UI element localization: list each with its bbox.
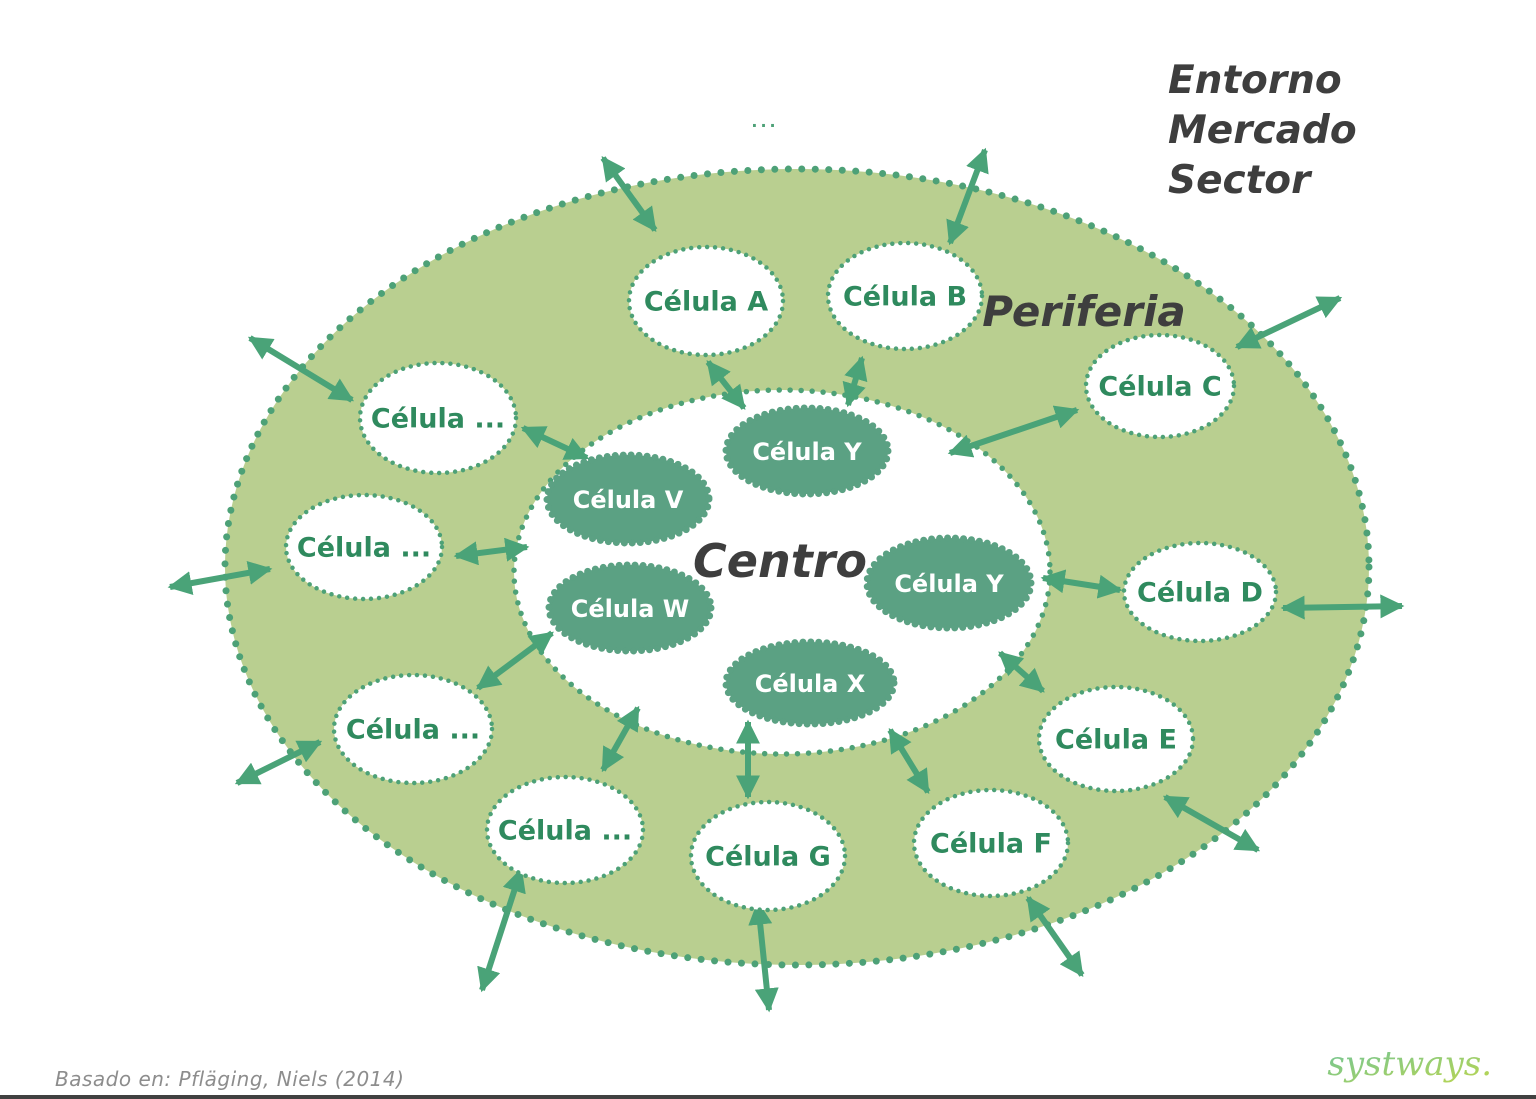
arrow-celula-f-outside xyxy=(1025,896,1085,977)
cell-celula-ellipsis-left-lower: Célula ... xyxy=(331,672,495,786)
cell-celula-y-right-shape xyxy=(863,534,1035,632)
cell-celula-y-top-shape xyxy=(722,404,892,498)
top-ellipsis: ... xyxy=(751,112,778,131)
cell-celula-x: Célula X xyxy=(722,638,898,728)
arrow-celula-ellipsis-bottom-outside xyxy=(477,867,526,993)
cell-celula-ellipsis-left-upper-label: Célula ... xyxy=(371,404,505,435)
cell-celula-f-label: Célula F xyxy=(930,829,1052,860)
bottom-border xyxy=(0,1095,1536,1099)
center-label: Centro xyxy=(693,534,867,588)
arrow-outside-celula-ellipsis-left-mid xyxy=(167,561,273,595)
arrow-celula-c-centro xyxy=(947,405,1080,458)
arrow-celula-ellipsis-left-mid-centro xyxy=(453,537,530,566)
arrow-celula-y-right-celula-d xyxy=(1040,569,1123,599)
cell-celula-ellipsis-left-mid-label: Célula ... xyxy=(297,533,431,564)
arrow-outside-topleft xyxy=(600,156,658,232)
cell-celula-ellipsis-left-upper-shape xyxy=(357,360,519,476)
cell-celula-e-shape xyxy=(1036,684,1196,794)
heading-line-3: Sector xyxy=(1168,158,1313,203)
periphery-label: Periferia xyxy=(982,287,1185,336)
arrow-celula-a-centro xyxy=(705,360,747,410)
cell-celula-c-shape xyxy=(1083,332,1237,440)
arrows xyxy=(167,147,1405,1013)
cell-celula-ellipsis-left-mid: Célula ... xyxy=(283,492,445,602)
cell-celula-f-shape xyxy=(911,787,1071,899)
arrow-celula-d-outside xyxy=(1280,594,1405,620)
arrow-outside-celula-b xyxy=(946,147,989,246)
cell-celula-ellipsis-left-mid-shape xyxy=(283,492,445,602)
arrow-celula-e-outside xyxy=(1162,794,1261,853)
cell-celula-b-shape xyxy=(825,240,985,352)
cell-celula-a-shape xyxy=(626,244,786,358)
cell-celula-a-label: Célula A xyxy=(644,287,768,318)
heading-line-2: Mercado xyxy=(1168,108,1357,153)
cell-celula-w: Célula W xyxy=(545,561,715,655)
periphery-cells: Célula A Célula B Célula C Célula D Célu… xyxy=(283,240,1279,913)
cell-celula-x-shape xyxy=(722,638,898,728)
cell-celula-d-shape xyxy=(1121,540,1279,644)
cell-celula-a: Célula A xyxy=(626,244,786,358)
cell-celula-y-right-label: Célula Y xyxy=(894,570,1004,598)
cell-celula-g: Célula G xyxy=(688,799,848,913)
cell-celula-e-label: Célula E xyxy=(1055,725,1177,756)
systways-logo: systways. xyxy=(1327,1044,1492,1084)
cell-celula-ellipsis-left-lower-label: Célula ... xyxy=(346,715,480,746)
heading-entorno-mercado-sector: Entorno Mercado Sector xyxy=(1168,58,1357,203)
arrow-celula-ellipsis-left-lower-celula-w xyxy=(476,630,554,691)
cell-celula-g-shape xyxy=(688,799,848,913)
cell-celula-x-label: Célula X xyxy=(755,670,866,698)
cell-celula-y-top-label: Célula Y xyxy=(752,438,862,466)
arrow-celula-g-outside xyxy=(748,900,779,1013)
cell-celula-v-shape xyxy=(543,451,713,547)
arrow-centro-celula-e xyxy=(998,650,1045,694)
cell-celula-b-label: Célula B xyxy=(843,282,967,313)
cell-celula-y-right: Célula Y xyxy=(863,534,1035,632)
arrow-celula-ellipsis-bottom-centro xyxy=(600,705,641,773)
heading-line-1: Entorno xyxy=(1168,58,1342,103)
center-cells: Célula Y Célula V Célula W Célula Y Célu… xyxy=(543,404,1035,728)
cell-celula-g-label: Célula G xyxy=(705,842,831,873)
cell-celula-w-label: Célula W xyxy=(571,595,689,623)
cell-celula-d: Célula D xyxy=(1121,540,1279,644)
cell-celula-f: Célula F xyxy=(911,787,1071,899)
cell-celula-ellipsis-left-lower-shape xyxy=(331,672,495,786)
arrow-outside-celula-c xyxy=(1234,295,1343,350)
arrow-celula-ellipsis-left-upper-celula-v xyxy=(520,425,590,461)
arrow-outside-celula-ellipsis-left-lower xyxy=(234,739,323,786)
cell-celula-ellipsis-left-upper: Célula ... xyxy=(357,360,519,476)
attribution-text: Basado en: Pfläging, Niels (2014) xyxy=(55,1067,404,1091)
cell-celula-b: Célula B xyxy=(825,240,985,352)
arrow-centro-celula-f xyxy=(887,727,931,795)
cell-celula-c: Célula C xyxy=(1083,332,1237,440)
arrow-celula-b-centro xyxy=(842,355,868,408)
cell-celula-ellipsis-bottom: Célula ... xyxy=(484,774,646,886)
cell-celula-e: Célula E xyxy=(1036,684,1196,794)
cell-celula-d-label: Célula D xyxy=(1137,578,1263,609)
cell-celula-ellipsis-bottom-label: Célula ... xyxy=(498,816,632,847)
arrow-outside-celula-ellipsis-left-upper xyxy=(247,335,355,403)
cell-celula-v: Célula V xyxy=(543,451,713,547)
cell-celula-w-shape xyxy=(545,561,715,655)
cell-celula-ellipsis-bottom-shape xyxy=(484,774,646,886)
cell-celula-v-label: Célula V xyxy=(573,486,684,514)
cell-celula-c-label: Célula C xyxy=(1098,372,1221,403)
cell-celula-y-top: Célula Y xyxy=(722,404,892,498)
